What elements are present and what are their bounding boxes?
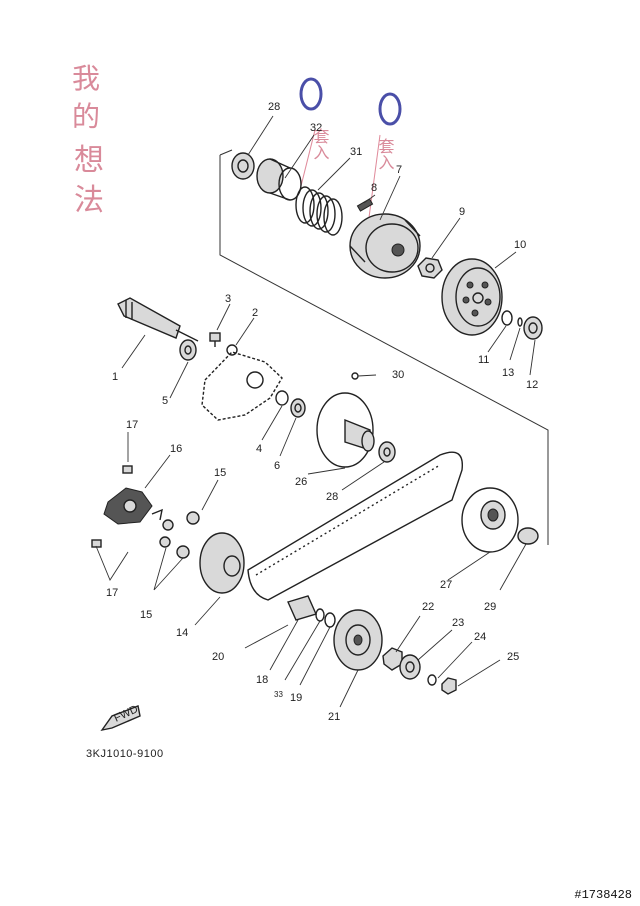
label-24: 24 <box>474 631 486 643</box>
part-17-slider-top <box>122 465 133 474</box>
part-33-washer <box>315 608 325 622</box>
part-13-clip <box>517 317 523 327</box>
label-32: 32 <box>310 122 322 134</box>
note-char-2: 的 <box>72 100 100 133</box>
part-7-clutch-carrier <box>349 213 421 279</box>
annotation-line-left <box>299 129 316 191</box>
note-char-1: 我 <box>72 62 100 95</box>
part-28-lower-seal <box>378 441 396 463</box>
annotation-right: 套入 <box>376 138 395 170</box>
label-25: 25 <box>507 651 519 663</box>
part-10-clutch-housing <box>441 258 503 336</box>
label-29: 29 <box>484 601 496 613</box>
part-17-slider-right <box>151 508 163 521</box>
part-6-washer <box>290 398 306 418</box>
part-5-seal <box>179 339 197 361</box>
diagram-code: 3KJ1010-9100 <box>86 748 164 760</box>
assembly-bracket <box>219 155 549 545</box>
label-31: 31 <box>350 146 362 158</box>
label-28-lower: 28 <box>326 491 338 503</box>
part-11-washer <box>501 310 513 326</box>
part-21-fan <box>333 609 383 671</box>
annotation-left: 套入 <box>311 128 330 160</box>
part-14-movable-sheave <box>199 532 245 594</box>
part-31-spring <box>295 186 343 236</box>
blue-circle-mark-8 <box>378 92 402 126</box>
label-19: 19 <box>290 692 302 704</box>
label-11: 11 <box>478 354 489 366</box>
part-17-slider-left <box>91 539 102 548</box>
label-30: 30 <box>392 369 404 381</box>
part-28-washer <box>231 152 255 180</box>
label-15-bottom: 15 <box>140 609 152 621</box>
label-26: 26 <box>295 476 307 488</box>
label-28-top: 28 <box>268 101 280 113</box>
label-17-bottom: 17 <box>106 587 118 599</box>
label-18: 18 <box>256 674 268 686</box>
part-12-bearing <box>523 316 543 340</box>
part-15-roller-b <box>162 519 174 531</box>
part-20-belt <box>247 451 464 601</box>
part-15-roller-d <box>176 545 190 559</box>
label-27: 27 <box>440 579 452 591</box>
gasket-plate <box>201 351 283 421</box>
blue-circle-mark-32 <box>299 77 323 111</box>
part-32-collar <box>256 158 302 201</box>
fwd-arrow-icon: FWD <box>100 703 141 732</box>
part-4-washer <box>275 390 289 406</box>
leader-lines <box>95 115 536 708</box>
assembly-bracket-top <box>219 149 233 156</box>
annotation-line-right <box>367 134 381 226</box>
label-14: 14 <box>176 627 188 639</box>
part-22-nut <box>382 647 403 671</box>
label-9: 9 <box>459 206 465 218</box>
part-27-secondary-sheave <box>461 487 519 553</box>
handwritten-note: 我 的 想 法 <box>72 62 104 218</box>
part-2-washer <box>226 344 238 356</box>
part-19-washer <box>324 612 336 628</box>
part-23-holder <box>399 654 421 680</box>
part-8-pin <box>356 198 374 212</box>
part-number-labels: 28 32 31 8 7 9 10 3 2 1 5 11 13 12 30 4 … <box>106 101 538 723</box>
part-15-roller-c <box>159 536 171 548</box>
watermark-id: #1738428 <box>574 888 632 902</box>
label-8: 8 <box>371 182 377 194</box>
part-3-bolt <box>209 332 221 347</box>
note-char-3: 想 <box>74 143 104 178</box>
label-16: 16 <box>170 443 182 455</box>
label-2: 2 <box>252 307 258 319</box>
part-25-nut <box>441 677 457 695</box>
label-6: 6 <box>274 460 280 472</box>
part-26-fixed-sheave <box>316 392 375 468</box>
part-29-collar <box>517 527 539 545</box>
label-7: 7 <box>396 164 402 176</box>
label-10: 10 <box>514 239 526 251</box>
part-9-nut <box>417 257 443 279</box>
label-12: 12 <box>526 379 538 391</box>
part-18-collar <box>287 595 317 621</box>
label-22: 22 <box>422 601 434 613</box>
part-24-washer <box>427 674 437 686</box>
label-15-top: 15 <box>214 467 226 479</box>
label-3: 3 <box>225 293 231 305</box>
note-char-4: 法 <box>74 183 104 218</box>
part-15-roller-a <box>186 511 200 525</box>
label-20: 20 <box>212 651 224 663</box>
part-1-shaft <box>117 297 199 342</box>
label-5: 5 <box>162 395 168 407</box>
label-17-top: 17 <box>126 419 138 431</box>
label-21: 21 <box>328 711 340 723</box>
label-1: 1 <box>112 371 118 383</box>
label-13: 13 <box>502 367 514 379</box>
label-33: 33 <box>274 690 283 699</box>
part-16-cam <box>103 487 153 525</box>
label-23: 23 <box>452 617 464 629</box>
label-4: 4 <box>256 443 262 455</box>
part-30-pin <box>351 372 377 380</box>
